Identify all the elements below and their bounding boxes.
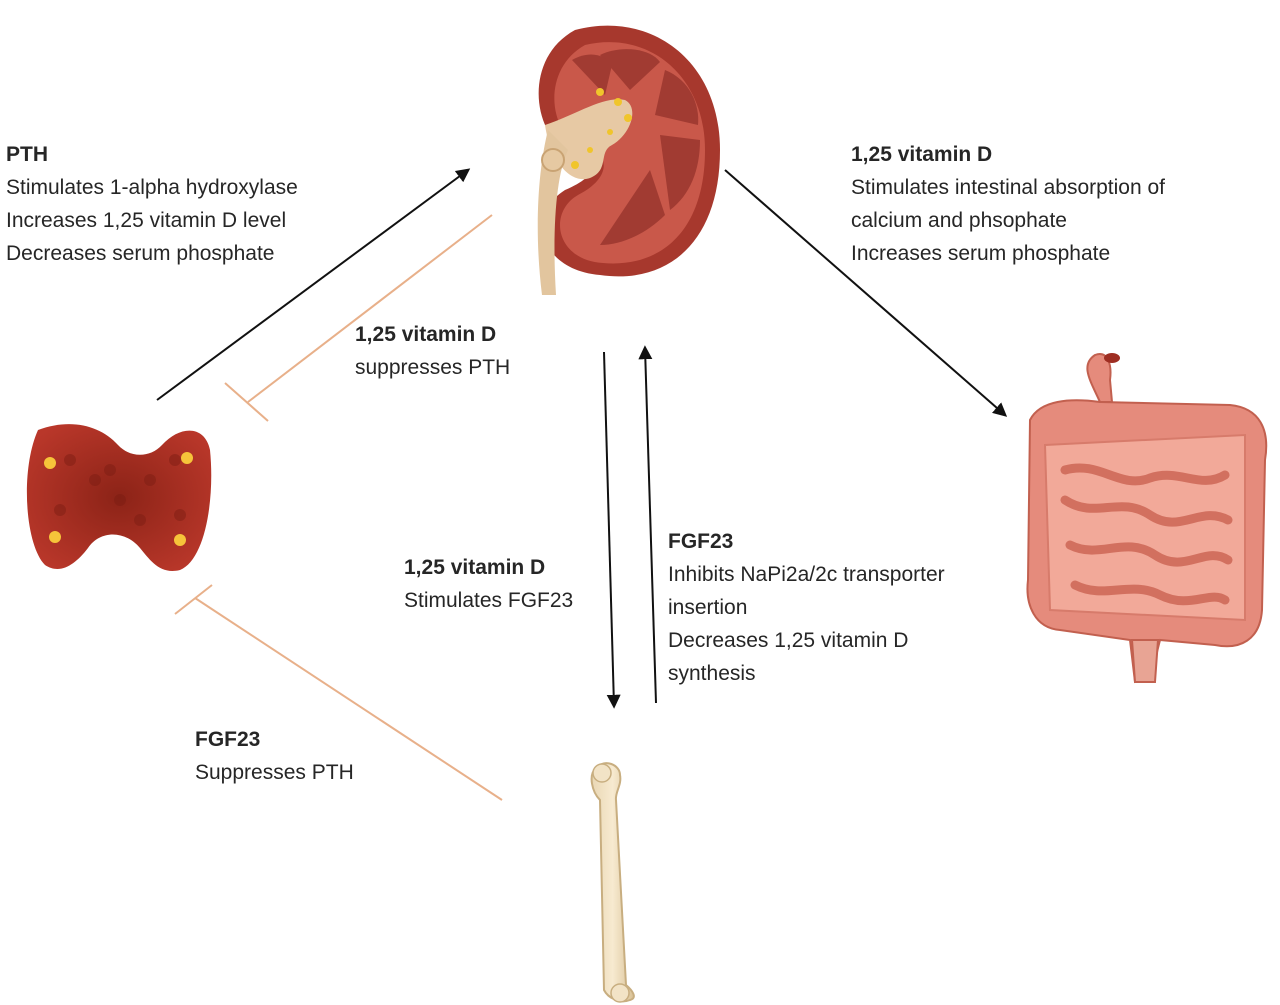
pth-line-2: Increases 1,25 vitamin D level xyxy=(6,209,287,232)
fgf-kidney-title: FGF23 xyxy=(668,530,734,553)
vitd-suppress-line-1: suppresses PTH xyxy=(355,356,511,379)
inhibit-vitd-to-pth xyxy=(224,214,493,422)
vitd-intestine-label: 1,25 vitamin D Stimulates intestinal abs… xyxy=(851,138,1165,270)
fgf-pth-label: FGF23 Suppresses PTH xyxy=(195,723,354,789)
bone-icon xyxy=(590,762,635,1003)
fgf-kidney-line-4: synthesis xyxy=(668,662,756,685)
vitd-fgf-label: 1,25 vitamin D Stimulates FGF23 xyxy=(404,551,573,617)
vitd-intestine-line-2: calcium and phsophate xyxy=(851,209,1067,232)
parathyroid-icon xyxy=(26,424,212,571)
pth-line-1: Stimulates 1-alpha hydroxylase xyxy=(6,176,298,199)
vitd-fgf-title: 1,25 vitamin D xyxy=(404,556,546,579)
arrow-kidney-to-bone xyxy=(603,351,621,709)
fgf-kidney-label: FGF23 Inhibits NaPi2a/2c transporter ins… xyxy=(668,525,945,690)
vitd-intestine-line-1: Stimulates intestinal absorption of xyxy=(851,176,1166,199)
arrow-pth-to-kidney xyxy=(156,168,471,401)
arrow-kidney-to-intestine xyxy=(724,169,1008,417)
fgf-kidney-line-1: Inhibits NaPi2a/2c transporter xyxy=(668,563,945,586)
kidney-icon xyxy=(537,25,720,295)
arrow-bone-to-kidney xyxy=(638,345,657,704)
pth-label: PTH Stimulates 1-alpha hydroxylase Incre… xyxy=(6,138,298,270)
pth-line-3: Decreases serum phosphate xyxy=(6,242,275,265)
vitd-fgf-line-1: Stimulates FGF23 xyxy=(404,589,574,612)
intestine-icon xyxy=(1026,353,1268,684)
fgf-kidney-line-3: Decreases 1,25 vitamin D xyxy=(668,629,909,652)
fgf-pth-line-1: Suppresses PTH xyxy=(195,761,354,784)
inhibit-fgf23-to-pth xyxy=(174,584,503,801)
vitd-suppress-label: 1,25 vitamin D suppresses PTH xyxy=(355,318,510,384)
fgf-pth-title: FGF23 xyxy=(195,728,261,751)
vitd-intestine-title: 1,25 vitamin D xyxy=(851,143,993,166)
vitd-suppress-title: 1,25 vitamin D xyxy=(355,323,497,346)
pth-title: PTH xyxy=(6,143,48,166)
fgf-kidney-line-2: insertion xyxy=(668,596,748,619)
vitd-intestine-line-3: Increases serum phosphate xyxy=(851,242,1111,265)
